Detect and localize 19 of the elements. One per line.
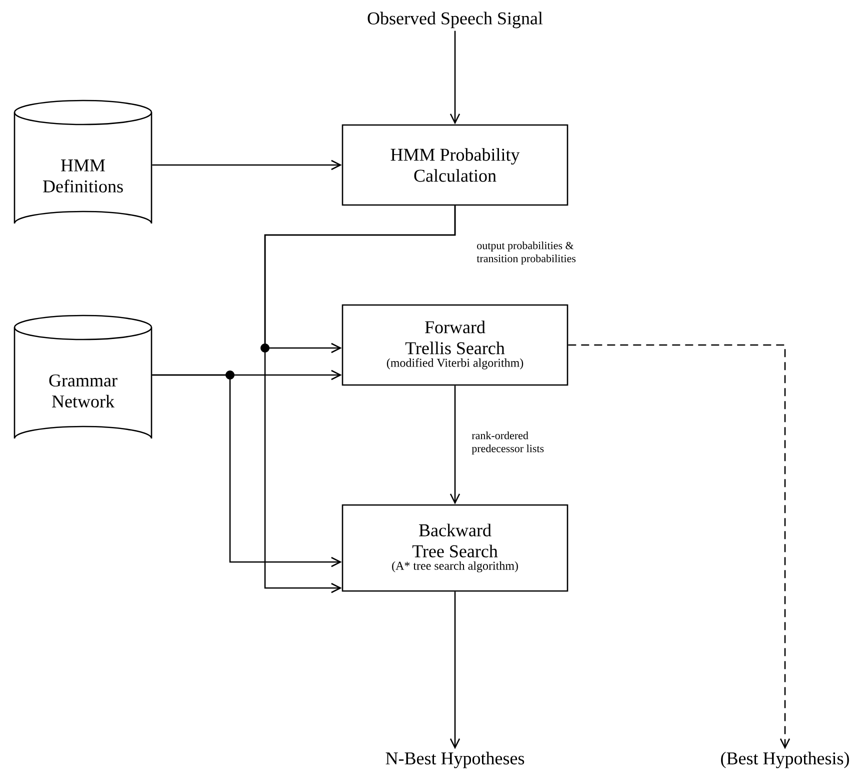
arrow [152, 160, 342, 170]
arrow [152, 374, 342, 568]
process-box: Backward Tree Search (A* tree search algorithm) [342, 504, 568, 592]
edge-label: output probabilities & transition probabilities [476, 242, 576, 264]
arrow [450, 592, 460, 750]
arrow [568, 344, 790, 750]
text-label: N-Best Hypotheses [386, 752, 524, 768]
text-label: Observed Speech Signal [368, 12, 543, 28]
process-box: Forward Trellis Search (modified Viterbi algorithm) [342, 304, 568, 386]
database-cylinder: HMM Definitions [14, 100, 152, 224]
database-cylinder: Grammar Network [14, 314, 152, 440]
arrow [450, 30, 460, 124]
text-label: (Best Hypothesis) [721, 752, 849, 768]
process-box: HMM Probability Calculation [342, 124, 568, 206]
arrow [264, 206, 456, 594]
node-label: Grammar Network [49, 374, 118, 408]
edge-label: rank-ordered predecessor lists [472, 432, 544, 454]
arrow [450, 386, 460, 504]
node-label: HMM Definitions [43, 160, 123, 192]
